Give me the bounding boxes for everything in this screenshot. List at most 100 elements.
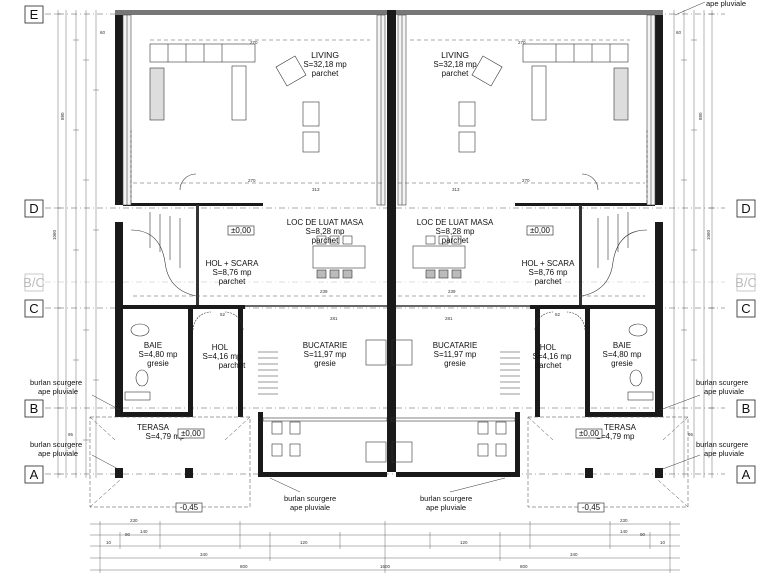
room-floor-dining-right: parchet — [442, 236, 469, 245]
room-area-dining-left: S=8,28 mp — [306, 227, 345, 236]
dim-10-left: 10 — [106, 540, 112, 545]
dim-top-270-right: 270 — [518, 40, 526, 45]
dim-kitchen-width-left: 281 — [330, 316, 338, 321]
drain-note-right-b-1: burlan scurgere — [696, 378, 748, 387]
drain-note-left-b-2: ape pluviale — [38, 387, 78, 396]
dim-side-right: 880 — [698, 112, 703, 120]
room-name-bath-left: BAIE — [144, 341, 162, 350]
dim-bottom-230-right: 230 — [620, 518, 628, 523]
dim-bottom-140-left: 140 — [140, 529, 148, 534]
room-floor-bath-right: gresie — [611, 359, 633, 368]
room-area-hallstair-right: S=8,76 mp — [529, 268, 568, 277]
dim-top-60-right: 60 — [676, 30, 682, 35]
drain-labels: burlan scurgere ape pluviale burlan scur… — [30, 0, 748, 512]
axis-label-c-right: C — [741, 301, 750, 316]
dim-bottom-340-right: 340 — [570, 552, 578, 557]
interior-lines — [133, 39, 645, 297]
dim-bottom-800-right: 800 — [520, 564, 528, 569]
room-name-terrace-right: TERASA — [604, 423, 637, 432]
axis-label-a-right: A — [742, 467, 751, 482]
room-name-living-right: LIVING — [441, 50, 469, 60]
dim-90-left: 90 — [125, 532, 131, 537]
drain-notes — [91, 1, 706, 493]
room-name-hall-right: HOL — [540, 343, 557, 352]
dim-top-270-left: 270 — [250, 40, 258, 45]
room-name-dining-right: LOC DE LUAT MASA — [417, 218, 494, 227]
drain-note-left-a-1: burlan scurgere — [30, 440, 82, 449]
dim-height-left: 1060 — [52, 229, 57, 240]
room-area-kitchen-left: S=11,97 mp — [304, 350, 347, 359]
dim-95-left: 95 — [68, 432, 74, 437]
room-floor-hallstair-right: parchet — [535, 277, 562, 286]
room-name-kitchen-right: BUCATARIE — [433, 341, 478, 350]
room-name-hallstair-left: HOL + SCARA — [206, 259, 259, 268]
level-zero-dining-left: ±0,00 — [231, 226, 252, 235]
drain-note-top-right: ape pluviale — [706, 0, 746, 8]
room-name-kitchen-left: BUCATARIE — [303, 341, 348, 350]
room-area-terrace-left: S=4,79 mp — [146, 432, 185, 441]
room-area-terrace-right: S=4,79 mp — [596, 432, 635, 441]
dim-hall-width-right: 239 — [448, 289, 456, 294]
dim-90-right: 90 — [640, 532, 646, 537]
drain-note-bottom-right-2: ape pluviale — [426, 503, 466, 512]
axis-label-d: D — [29, 201, 38, 216]
room-area-hall-left: S=4,16 mp — [203, 352, 242, 361]
axis-label-d-right: D — [741, 201, 750, 216]
room-floor-living-left: parchet — [312, 69, 339, 78]
terraces — [89, 416, 689, 508]
room-labels-left: LIVING S=32,18 mp parchet LOC DE LUAT MA… — [137, 50, 364, 441]
room-area-bath-left: S=4,80 mp — [139, 350, 178, 359]
level-zero-terrace-left: ±0,00 — [181, 429, 202, 438]
room-name-living-left: LIVING — [311, 50, 339, 60]
room-floor-kitchen-right: gresie — [444, 359, 466, 368]
dim-height-right: 1060 — [706, 229, 711, 240]
room-area-kitchen-right: S=11,97 mp — [434, 350, 477, 359]
dim-living-width-right: 270 — [522, 178, 530, 183]
level-minus-left: -0,45 — [180, 503, 199, 512]
axis-label-a: A — [30, 467, 39, 482]
drain-note-right-a-1: burlan scurgere — [696, 440, 748, 449]
dim-bottom-800-left: 800 — [240, 564, 248, 569]
room-floor-kitchen-left: gresie — [314, 359, 336, 368]
room-name-dining-left: LOC DE LUAT MASA — [287, 218, 364, 227]
level-minus-right: -0,45 — [582, 503, 601, 512]
dim-kitchen-width-right: 281 — [445, 316, 453, 321]
axis-labels-left: E D B/C C B A — [23, 5, 45, 484]
dim-dining-width-left: 313 — [312, 187, 320, 192]
dimension-chains-right — [673, 10, 715, 478]
axis-label-c: C — [29, 301, 38, 316]
drain-note-bottom-left-2: ape pluviale — [290, 503, 330, 512]
dim-living-width-left: 270 — [248, 178, 256, 183]
axis-label-e: E — [30, 7, 39, 22]
dim-bottom-140-right: 140 — [620, 529, 628, 534]
drain-note-left-a-2: ape pluviale — [38, 449, 78, 458]
axis-label-b-right: B — [742, 401, 751, 416]
dim-dining-width-right: 313 — [452, 187, 460, 192]
room-name-hall-left: HOL — [212, 343, 229, 352]
axis-label-bc-right: B/C — [735, 275, 757, 290]
room-floor-hall-right: parchet — [535, 361, 562, 370]
room-labels-right: LIVING S=32,18 mp parchet LOC DE LUAT MA… — [417, 50, 642, 441]
dim-95-right: 95 — [688, 432, 694, 437]
drain-note-left-b-1: burlan scurgere — [30, 378, 82, 387]
level-zero-terrace-right: ±0,00 — [579, 429, 600, 438]
dim-bottom-340-left: 340 — [200, 552, 208, 557]
room-floor-bath-left: gresie — [147, 359, 169, 368]
interior-dims: 270 313 239 281 270 313 239 281 60 270 6… — [68, 30, 694, 545]
room-name-bath-right: BAIE — [613, 341, 631, 350]
level-zero-dining-right: ±0,00 — [530, 226, 551, 235]
drain-note-right-b-2: ape pluviale — [704, 387, 744, 396]
room-area-dining-right: S=8,28 mp — [436, 227, 475, 236]
room-area-bath-right: S=4,80 mp — [603, 350, 642, 359]
drain-note-right-a-2: ape pluviale — [704, 449, 744, 458]
axis-label-b: B — [30, 401, 39, 416]
room-floor-hallstair-left: parchet — [219, 277, 246, 286]
room-floor-hall-left: parchet — [219, 361, 246, 370]
room-name-hallstair-right: HOL + SCARA — [522, 259, 575, 268]
walls — [115, 10, 663, 478]
drain-note-bottom-right-1: burlan scurgere — [420, 494, 472, 503]
dim-side-left: 880 — [60, 112, 65, 120]
axis-label-bc: B/C — [23, 275, 45, 290]
dimension-chains-bottom — [90, 521, 680, 573]
dim-bottom-120-left: 120 — [300, 540, 308, 545]
